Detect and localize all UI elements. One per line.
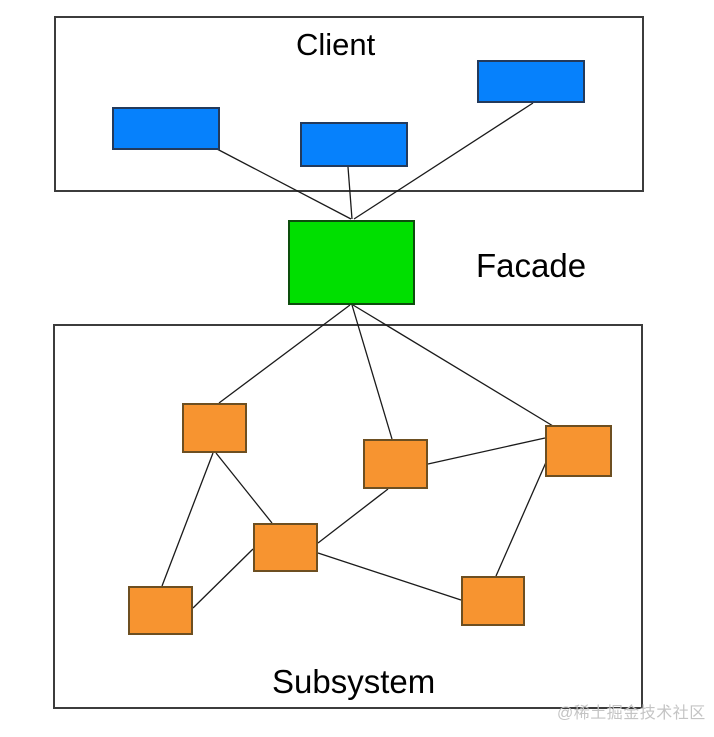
subsystem-node-2 <box>363 439 428 489</box>
subsystem-frame <box>53 324 643 709</box>
client-node-1 <box>112 107 220 150</box>
client-node-3 <box>477 60 585 103</box>
subsystem-node-5 <box>128 586 193 635</box>
subsystem-frame-label: Subsystem <box>272 663 436 700</box>
facade-node <box>288 220 415 305</box>
subsystem-node-3 <box>545 425 612 477</box>
subsystem-node-6 <box>461 576 525 626</box>
facade-node-label: Facade <box>476 247 587 284</box>
client-frame-label: Client <box>296 27 376 62</box>
watermark: @稀土掘金技术社区 <box>557 705 706 722</box>
client-node-2 <box>300 122 408 167</box>
subsystem-node-1 <box>182 403 247 453</box>
subsystem-node-4 <box>253 523 318 572</box>
